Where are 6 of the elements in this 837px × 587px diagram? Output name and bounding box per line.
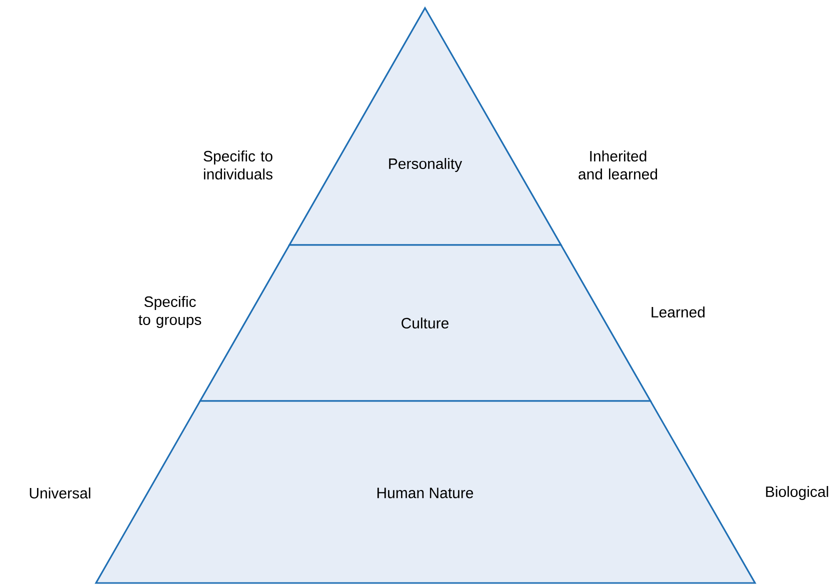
side-label: Inherited and learned — [578, 150, 658, 180]
side-label: Specific to individuals — [204, 150, 272, 180]
side-label: Universal — [30, 488, 90, 498]
side-label: Learned — [652, 306, 705, 318]
side-label: Specific to groups — [138, 296, 202, 328]
side-label: Biological — [766, 486, 828, 500]
